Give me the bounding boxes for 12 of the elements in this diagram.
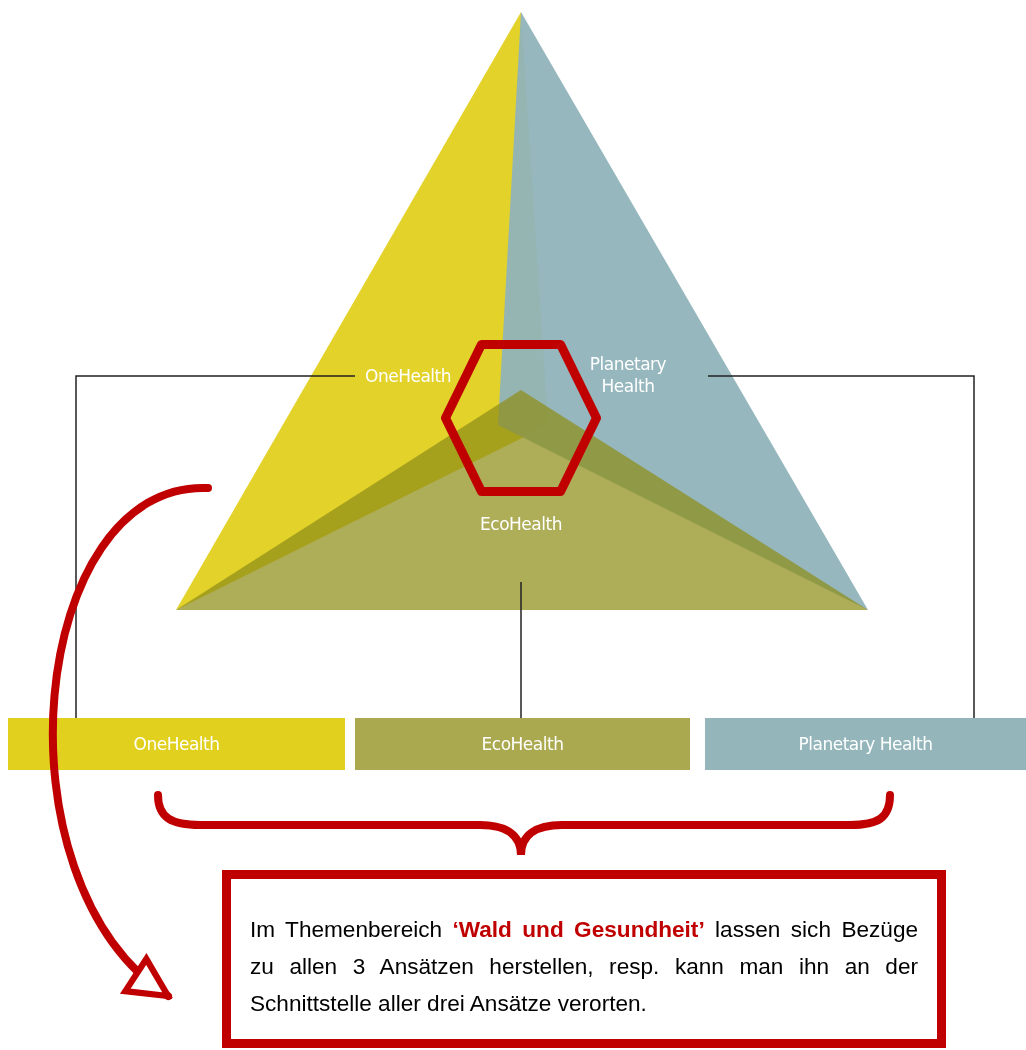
connector-line xyxy=(75,375,356,719)
connector-line xyxy=(707,375,975,719)
connector-line xyxy=(520,581,522,719)
category-bar: Planetary Health xyxy=(705,718,1026,770)
triangle-label: EcoHealth xyxy=(479,513,563,535)
triangle-label: OneHealth xyxy=(364,365,452,387)
category-bar: EcoHealth xyxy=(355,718,690,770)
triangle-label: Planetary Health xyxy=(588,353,668,397)
text-box xyxy=(222,870,946,1048)
paragraph: Im Themenbereich ‘Wald und Gesundheit’ lassen sich Bezüge zu allen 3 Ansätzen herstellen, resp. kann man ihn an der Schnittstelle aller drei Ansätze verorten. xyxy=(250,916,918,1018)
curved-arrow xyxy=(49,484,212,1000)
category-bar: OneHealth xyxy=(8,718,345,770)
